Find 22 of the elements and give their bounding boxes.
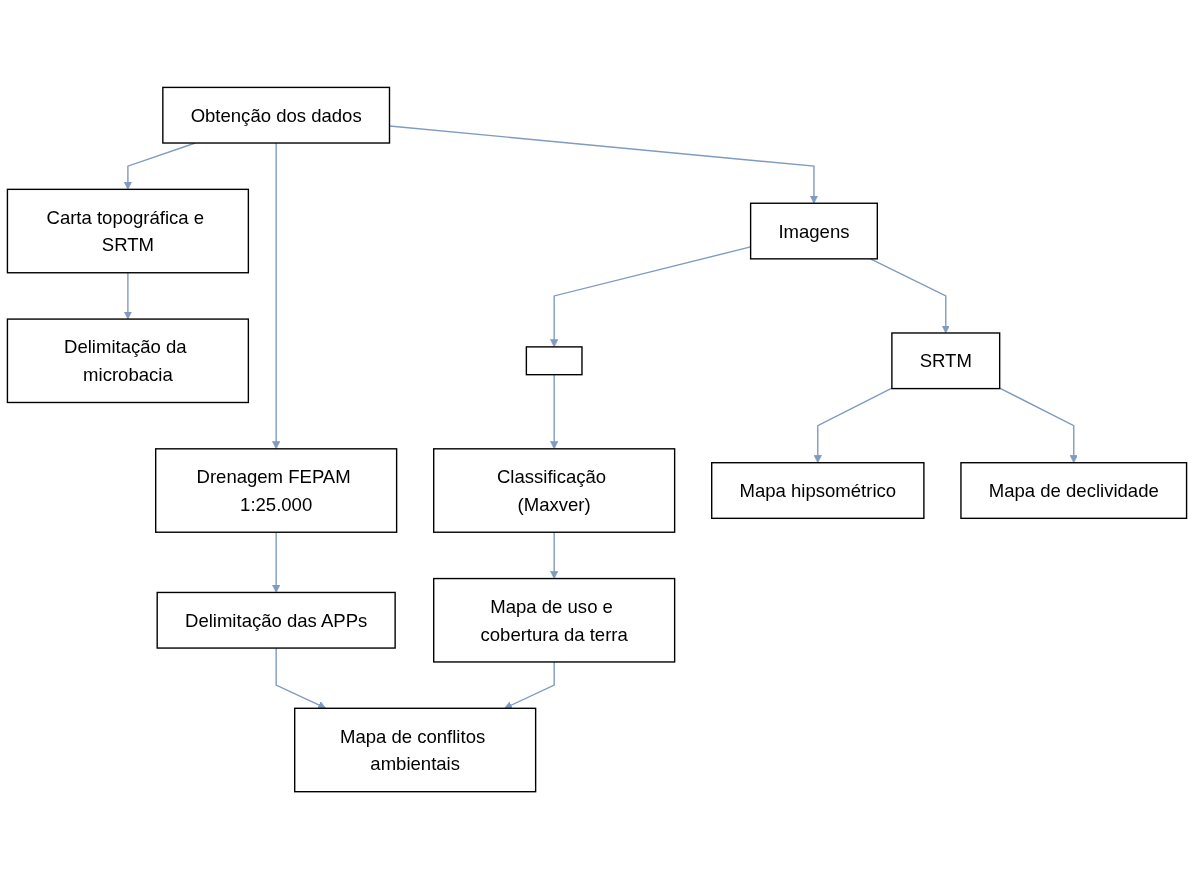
node-box: Delimitação das APPs (156, 592, 396, 650)
arrow (275, 647, 327, 710)
arrow (998, 387, 1078, 464)
arrow (272, 531, 281, 594)
node-box: Delimitação da microbacia (6, 318, 250, 404)
arrow (123, 272, 132, 320)
node-box: Obtenção dos dados (162, 87, 391, 145)
node-box (525, 346, 583, 376)
node-box: Mapa de declividade (960, 462, 1188, 520)
arrow (550, 531, 559, 580)
node-box: Mapa hipsométrico (711, 462, 925, 520)
arrow (550, 374, 559, 450)
arrow (272, 142, 281, 450)
node-box: Mapa de conflitos ambientais (294, 708, 537, 793)
arrow (813, 387, 893, 464)
node-box: Carta topográfica e SRTM (6, 189, 250, 274)
node-box: Classificação (Maxver) (433, 448, 676, 534)
arrow (504, 661, 555, 710)
node-box: SRTM (891, 332, 1001, 390)
node-box: Imagens (749, 203, 878, 260)
node-box: Drenagem FEPAM 1:25.000 (155, 448, 398, 534)
node-box: Mapa de uso e cobertura da terra (433, 578, 676, 664)
